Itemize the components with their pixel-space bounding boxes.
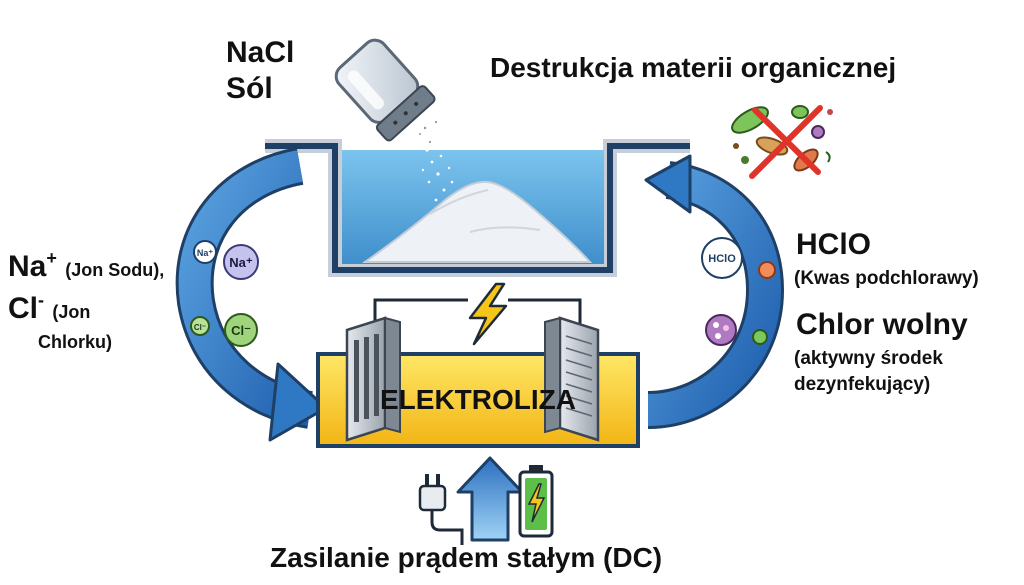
cl-charge: - (38, 290, 44, 310)
ion-bubble-cl: Cl⁻ (224, 313, 258, 347)
cl-ion-label: Cl- (Jon (8, 290, 91, 326)
ion-bubble-cl-label: Cl⁻ (231, 323, 251, 338)
cl-symbol: Cl (8, 292, 38, 325)
free-chlorine-label: Chlor wolny (796, 308, 968, 341)
molecule-dot-orange (758, 261, 776, 279)
salt-shaker-icon (334, 38, 436, 142)
na-ion-label: Na+ (Jon Sodu), (8, 248, 165, 284)
ion-bubble-cl-small: Cl⁻ (190, 316, 210, 336)
salt-pile (361, 180, 593, 263)
bacteria-forbidden-icon (731, 105, 833, 179)
free-chlorine-desc-line2: dezynfekujący) (794, 374, 931, 395)
salt-formula: NaCl (226, 36, 295, 69)
lightning-bolt-icon (468, 282, 508, 346)
power-plug-icon (418, 474, 464, 545)
hclo-label: HClO (796, 228, 871, 261)
na-symbol: Na (8, 250, 47, 283)
salt-name: Sól (226, 72, 273, 105)
svg-text:Na⁺: Na⁺ (197, 248, 214, 258)
na-name: (Jon Sodu), (65, 260, 165, 280)
ion-bubble-hclo: HClO (701, 237, 743, 279)
salt-stream (421, 128, 454, 202)
up-arrow-icon (456, 456, 524, 542)
left-flow-arrow (175, 147, 328, 442)
electrode-plate-icon-right (544, 316, 600, 442)
battery-icon (518, 465, 554, 538)
hclo-name: (Kwas podchlorawy) (794, 268, 979, 289)
electrolysis-label: ELEKTROLIZA (380, 384, 576, 415)
na-charge: + (46, 248, 57, 268)
cl-name-line2: Chlorku) (38, 332, 112, 352)
free-chlorine-desc-line1: (aktywny środek (794, 348, 943, 369)
chlorine-molecule-icon (705, 314, 737, 346)
right-flow-arrow (644, 154, 785, 429)
molecule-dot-green (752, 329, 768, 345)
ion-bubble-na-small: Na⁺ (193, 240, 217, 264)
ion-bubble-na: Na⁺ (223, 244, 259, 280)
svg-text:Cl⁻: Cl⁻ (194, 323, 206, 332)
organic-destruction-title: Destrukcja materii organicznej (490, 52, 897, 83)
ion-bubble-hclo-label: HClO (708, 253, 736, 265)
ion-bubble-na-label: Na⁺ (229, 255, 253, 270)
cl-name-line1: (Jon (52, 302, 91, 322)
salt-water-tank (265, 139, 690, 277)
electrode-plate-icon (345, 316, 401, 442)
dc-power-label: Zasilanie prądem stałym (DC) (270, 542, 663, 573)
